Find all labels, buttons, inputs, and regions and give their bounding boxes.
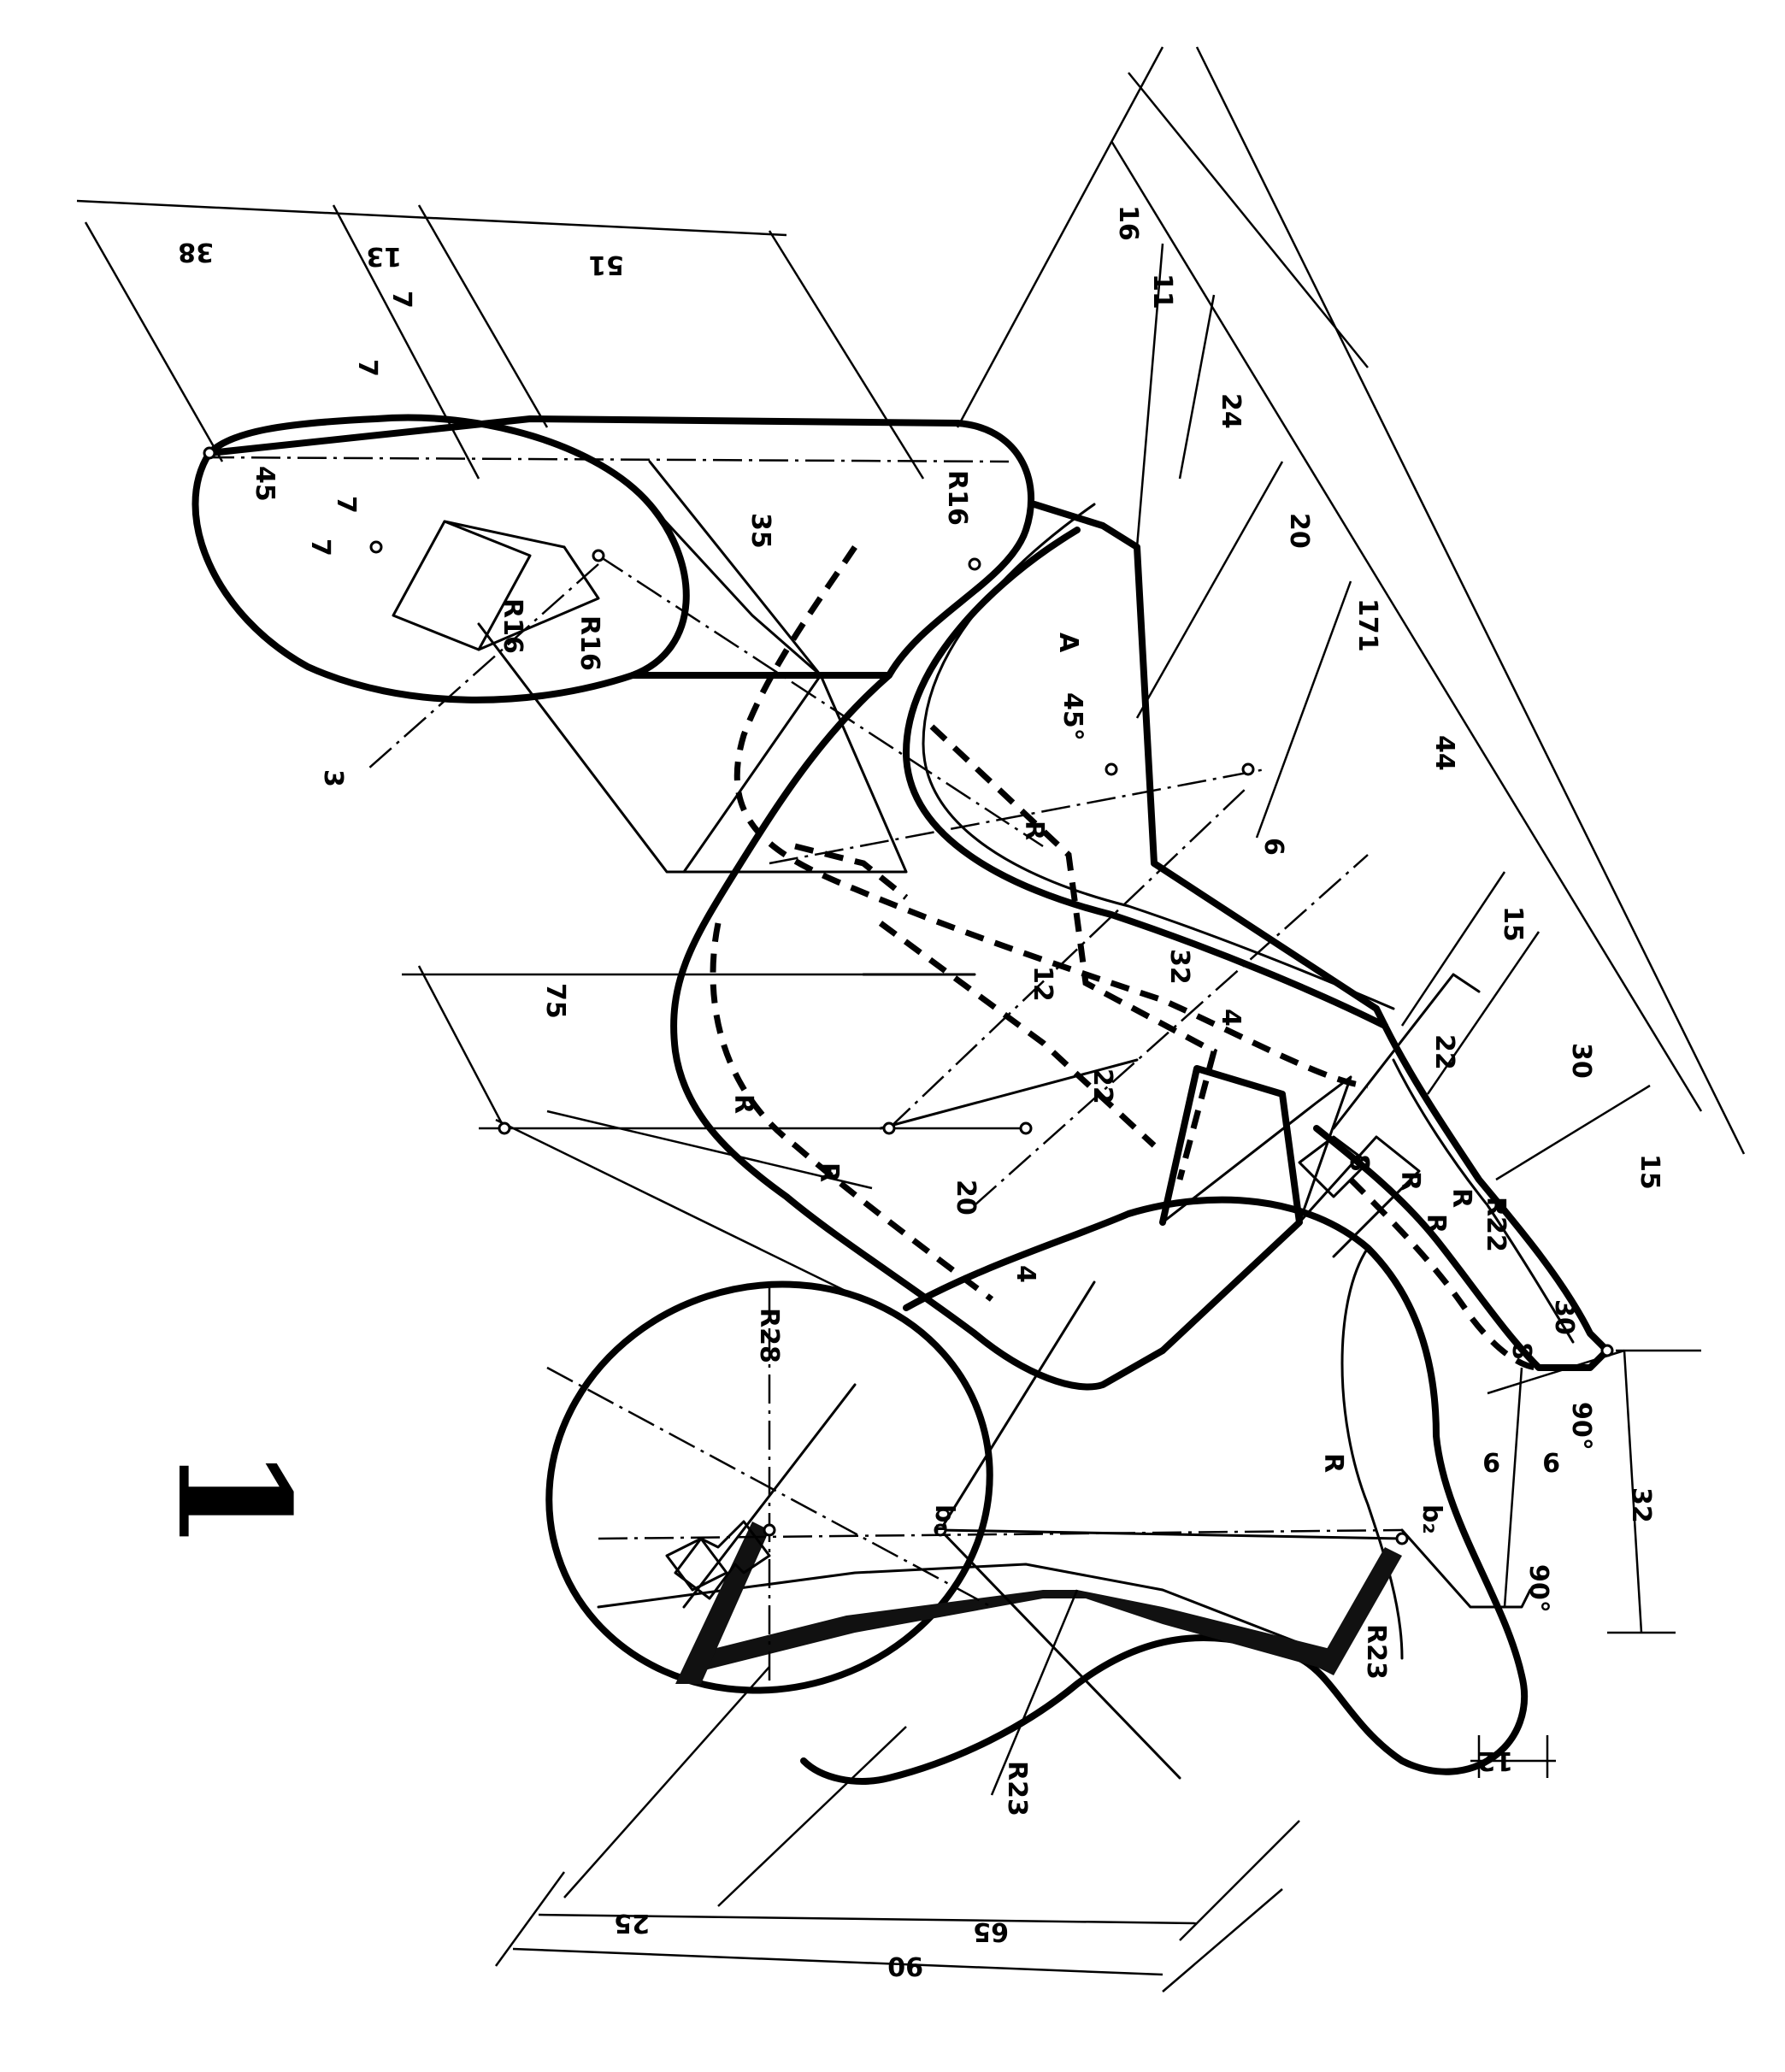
- dim-15-b: 15: [1635, 1154, 1664, 1190]
- dim-32-b: 32: [1626, 1487, 1656, 1523]
- dim-9-b: 9: [1542, 1446, 1560, 1476]
- dim-8: 8: [1506, 1342, 1536, 1360]
- dimension-lines-top: [76, 46, 1746, 1318]
- dim-r-b: R: [1446, 1188, 1476, 1208]
- dim-6: 6: [1258, 838, 1288, 856]
- dim-16: 16: [1113, 205, 1143, 241]
- flow-arrow-icon: [674, 1520, 771, 1600]
- node-markers: [203, 446, 1614, 1545]
- funnel-body: [545, 1196, 1532, 1785]
- dim-65: 65: [973, 1916, 1009, 1946]
- dim-3: 3: [318, 769, 348, 787]
- dim-32-a: 32: [1164, 949, 1194, 985]
- dim-r28: R28: [754, 1308, 784, 1363]
- dim-4-a: 4: [1216, 1009, 1246, 1027]
- dim-angle-30: 30: [1549, 1299, 1579, 1335]
- dimension-lines-bottom: [494, 1349, 1701, 1993]
- dim-angle-90-b: 90°: [1523, 1564, 1553, 1613]
- dim-angle-90-a: 90°: [1566, 1402, 1596, 1451]
- dim-12-b: 12: [1477, 1745, 1513, 1775]
- dim-r22: R22: [1481, 1197, 1511, 1252]
- dim-r-2: R: [728, 1094, 758, 1114]
- dim-7-a: 7: [331, 496, 361, 514]
- dim-171: 171: [1352, 598, 1382, 652]
- dim-11: 11: [1147, 274, 1177, 309]
- dim-r-5: R: [1318, 1453, 1348, 1473]
- dimension-labels: 38 13 51 16 11 24 20 171 44 15 30 15 75 …: [178, 205, 1664, 1981]
- dim-44: 44: [1429, 735, 1459, 771]
- dim-r-1: R: [1019, 821, 1049, 840]
- dim-8-small: 8: [1344, 1154, 1374, 1172]
- dim-75: 75: [540, 983, 570, 1019]
- dim-4-b: 4: [1010, 1265, 1040, 1283]
- dim-7-b: 7: [305, 539, 335, 556]
- dim-7-d: 7: [386, 291, 416, 309]
- center-plate: [598, 420, 1421, 1391]
- dim-angle-45: 45°: [1057, 692, 1087, 741]
- dim-22-b: 22: [1429, 1034, 1459, 1070]
- dim-38: 38: [178, 237, 214, 267]
- dim-r16-a: R16: [942, 470, 972, 526]
- dim-24: 24: [1216, 393, 1246, 429]
- dim-20-top: 20: [1284, 513, 1314, 549]
- dim-r-3: R: [814, 1163, 844, 1182]
- dim-9-a: 9: [1482, 1446, 1500, 1476]
- dim-r23-a: R23: [1002, 1761, 1032, 1816]
- dim-r16-b: R16: [498, 598, 527, 654]
- dim-25: 25: [614, 1908, 650, 1938]
- dim-15-a: 15: [1498, 906, 1528, 942]
- dim-35: 35: [745, 513, 775, 549]
- dim-r-4: R: [1421, 1214, 1451, 1233]
- left-cylinder: [191, 414, 1010, 874]
- dim-r-a: R: [1395, 1171, 1425, 1191]
- dim-30: 30: [1566, 1043, 1596, 1079]
- dim-45: 45: [250, 466, 280, 502]
- dim-7-c: 7: [352, 359, 382, 377]
- dim-20-b: 20: [951, 1180, 981, 1216]
- dim-a: A: [1053, 633, 1083, 653]
- dim-22-a: 22: [1087, 1068, 1117, 1104]
- dim-b2: b₂: [1417, 1504, 1446, 1534]
- bracket-arm: [1298, 973, 1611, 1371]
- dim-51: 51: [588, 250, 624, 280]
- dim-b1: b₁: [929, 1504, 959, 1534]
- dim-r16-c: R16: [574, 615, 604, 671]
- dim-r23-b: R23: [1361, 1624, 1391, 1680]
- figure-number: 1: [143, 1445, 323, 1551]
- dim-12-a: 12: [1028, 966, 1057, 1002]
- dim-13: 13: [366, 241, 402, 271]
- dim-90: 90: [887, 1951, 923, 1981]
